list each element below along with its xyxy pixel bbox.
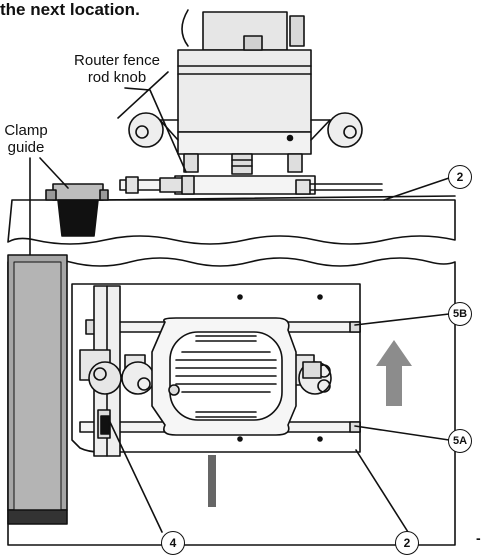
callout-clamp-screw: 4	[161, 531, 185, 555]
callout-rod-upper: 5B	[448, 302, 472, 326]
trailing-mark: -	[476, 530, 481, 546]
workpiece-top	[7, 199, 456, 245]
label-clamp-guide: Clamp guide	[4, 122, 48, 156]
callout-bottom-part: 2	[395, 531, 419, 555]
caption-text: the next location.	[0, 0, 140, 19]
router-plan-view	[121, 317, 332, 436]
callout-top-part: 2	[448, 165, 472, 189]
router-side-view	[119, 9, 383, 215]
callout-rod-lower: 5A	[448, 429, 472, 453]
fence-bracket	[79, 285, 122, 457]
clamp-guide-bar	[7, 254, 68, 525]
label-router-fence-rod-knob: Router fence rod knob	[74, 52, 160, 86]
clamp-guide-block	[45, 183, 109, 237]
right-handle-knob	[310, 112, 363, 148]
feed-direction-arrow	[376, 340, 412, 406]
left-handle-knob	[128, 112, 179, 148]
